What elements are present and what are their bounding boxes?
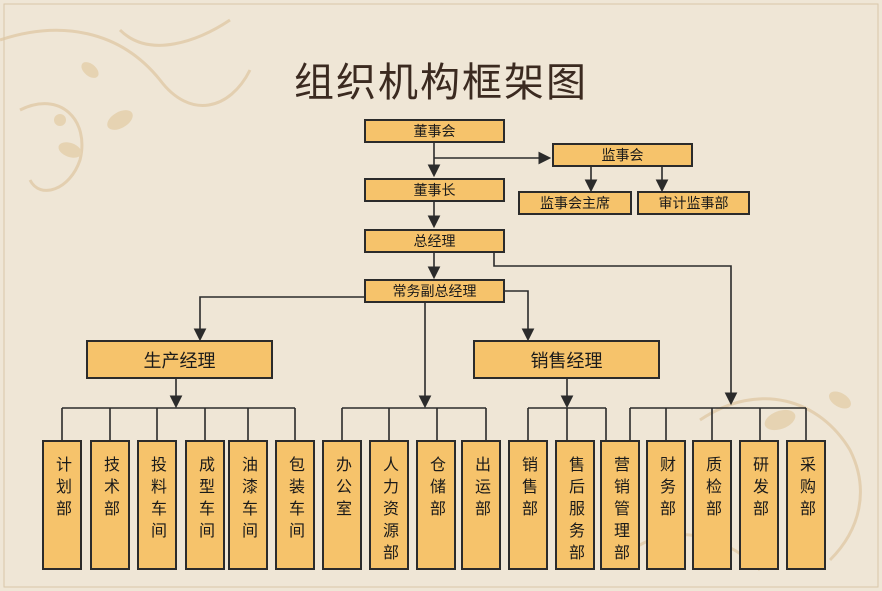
dept-box: 营销管理部 <box>600 440 640 570</box>
dept-label: 计划部 <box>53 456 72 522</box>
dept-box: 财务部 <box>646 440 686 570</box>
dept-box: 售后服务部 <box>555 440 595 570</box>
dept-label: 财务部 <box>657 456 676 522</box>
dept-label: 出运部 <box>472 456 491 522</box>
dept-label: 营销管理部 <box>611 456 630 566</box>
dept-label: 研发部 <box>750 456 769 522</box>
dept-box: 成型车间 <box>185 440 225 570</box>
dept-box: 人力资源部 <box>369 440 409 570</box>
dept-label: 仓储部 <box>427 456 446 522</box>
node-audit-dept: 审计监事部 <box>637 191 750 215</box>
dept-label: 油漆车间 <box>239 456 258 544</box>
node-board: 董事会 <box>364 119 505 143</box>
dept-box: 计划部 <box>42 440 82 570</box>
node-chairman: 董事长 <box>364 178 505 202</box>
dept-box: 出运部 <box>461 440 501 570</box>
dept-label: 投料车间 <box>148 456 167 544</box>
node-production-manager: 生产经理 <box>86 340 273 379</box>
node-supervisory-chair: 监事会主席 <box>518 191 632 215</box>
dept-label: 成型车间 <box>196 456 215 544</box>
dept-box: 油漆车间 <box>228 440 268 570</box>
dept-label: 销售部 <box>519 456 538 522</box>
node-sales-manager: 销售经理 <box>473 340 660 379</box>
node-supervisory-board: 监事会 <box>552 143 693 167</box>
dept-box: 采购部 <box>786 440 826 570</box>
dept-box: 包装车间 <box>275 440 315 570</box>
dept-box: 质检部 <box>692 440 732 570</box>
dept-label: 售后服务部 <box>566 456 585 566</box>
dept-label: 办公室 <box>333 456 352 522</box>
dept-label: 人力资源部 <box>380 456 399 566</box>
node-executive-deputy-gm: 常务副总经理 <box>364 279 505 303</box>
dept-box: 投料车间 <box>137 440 177 570</box>
dept-box: 办公室 <box>322 440 362 570</box>
dept-label: 包装车间 <box>286 456 305 544</box>
dept-label: 技术部 <box>101 456 120 522</box>
dept-box: 仓储部 <box>416 440 456 570</box>
dept-box: 技术部 <box>90 440 130 570</box>
dept-label: 采购部 <box>797 456 816 522</box>
dept-label: 质检部 <box>703 456 722 522</box>
page-title: 组织机构框架图 <box>294 60 588 106</box>
dept-box: 研发部 <box>739 440 779 570</box>
node-general-manager: 总经理 <box>364 229 505 253</box>
dept-box: 销售部 <box>508 440 548 570</box>
